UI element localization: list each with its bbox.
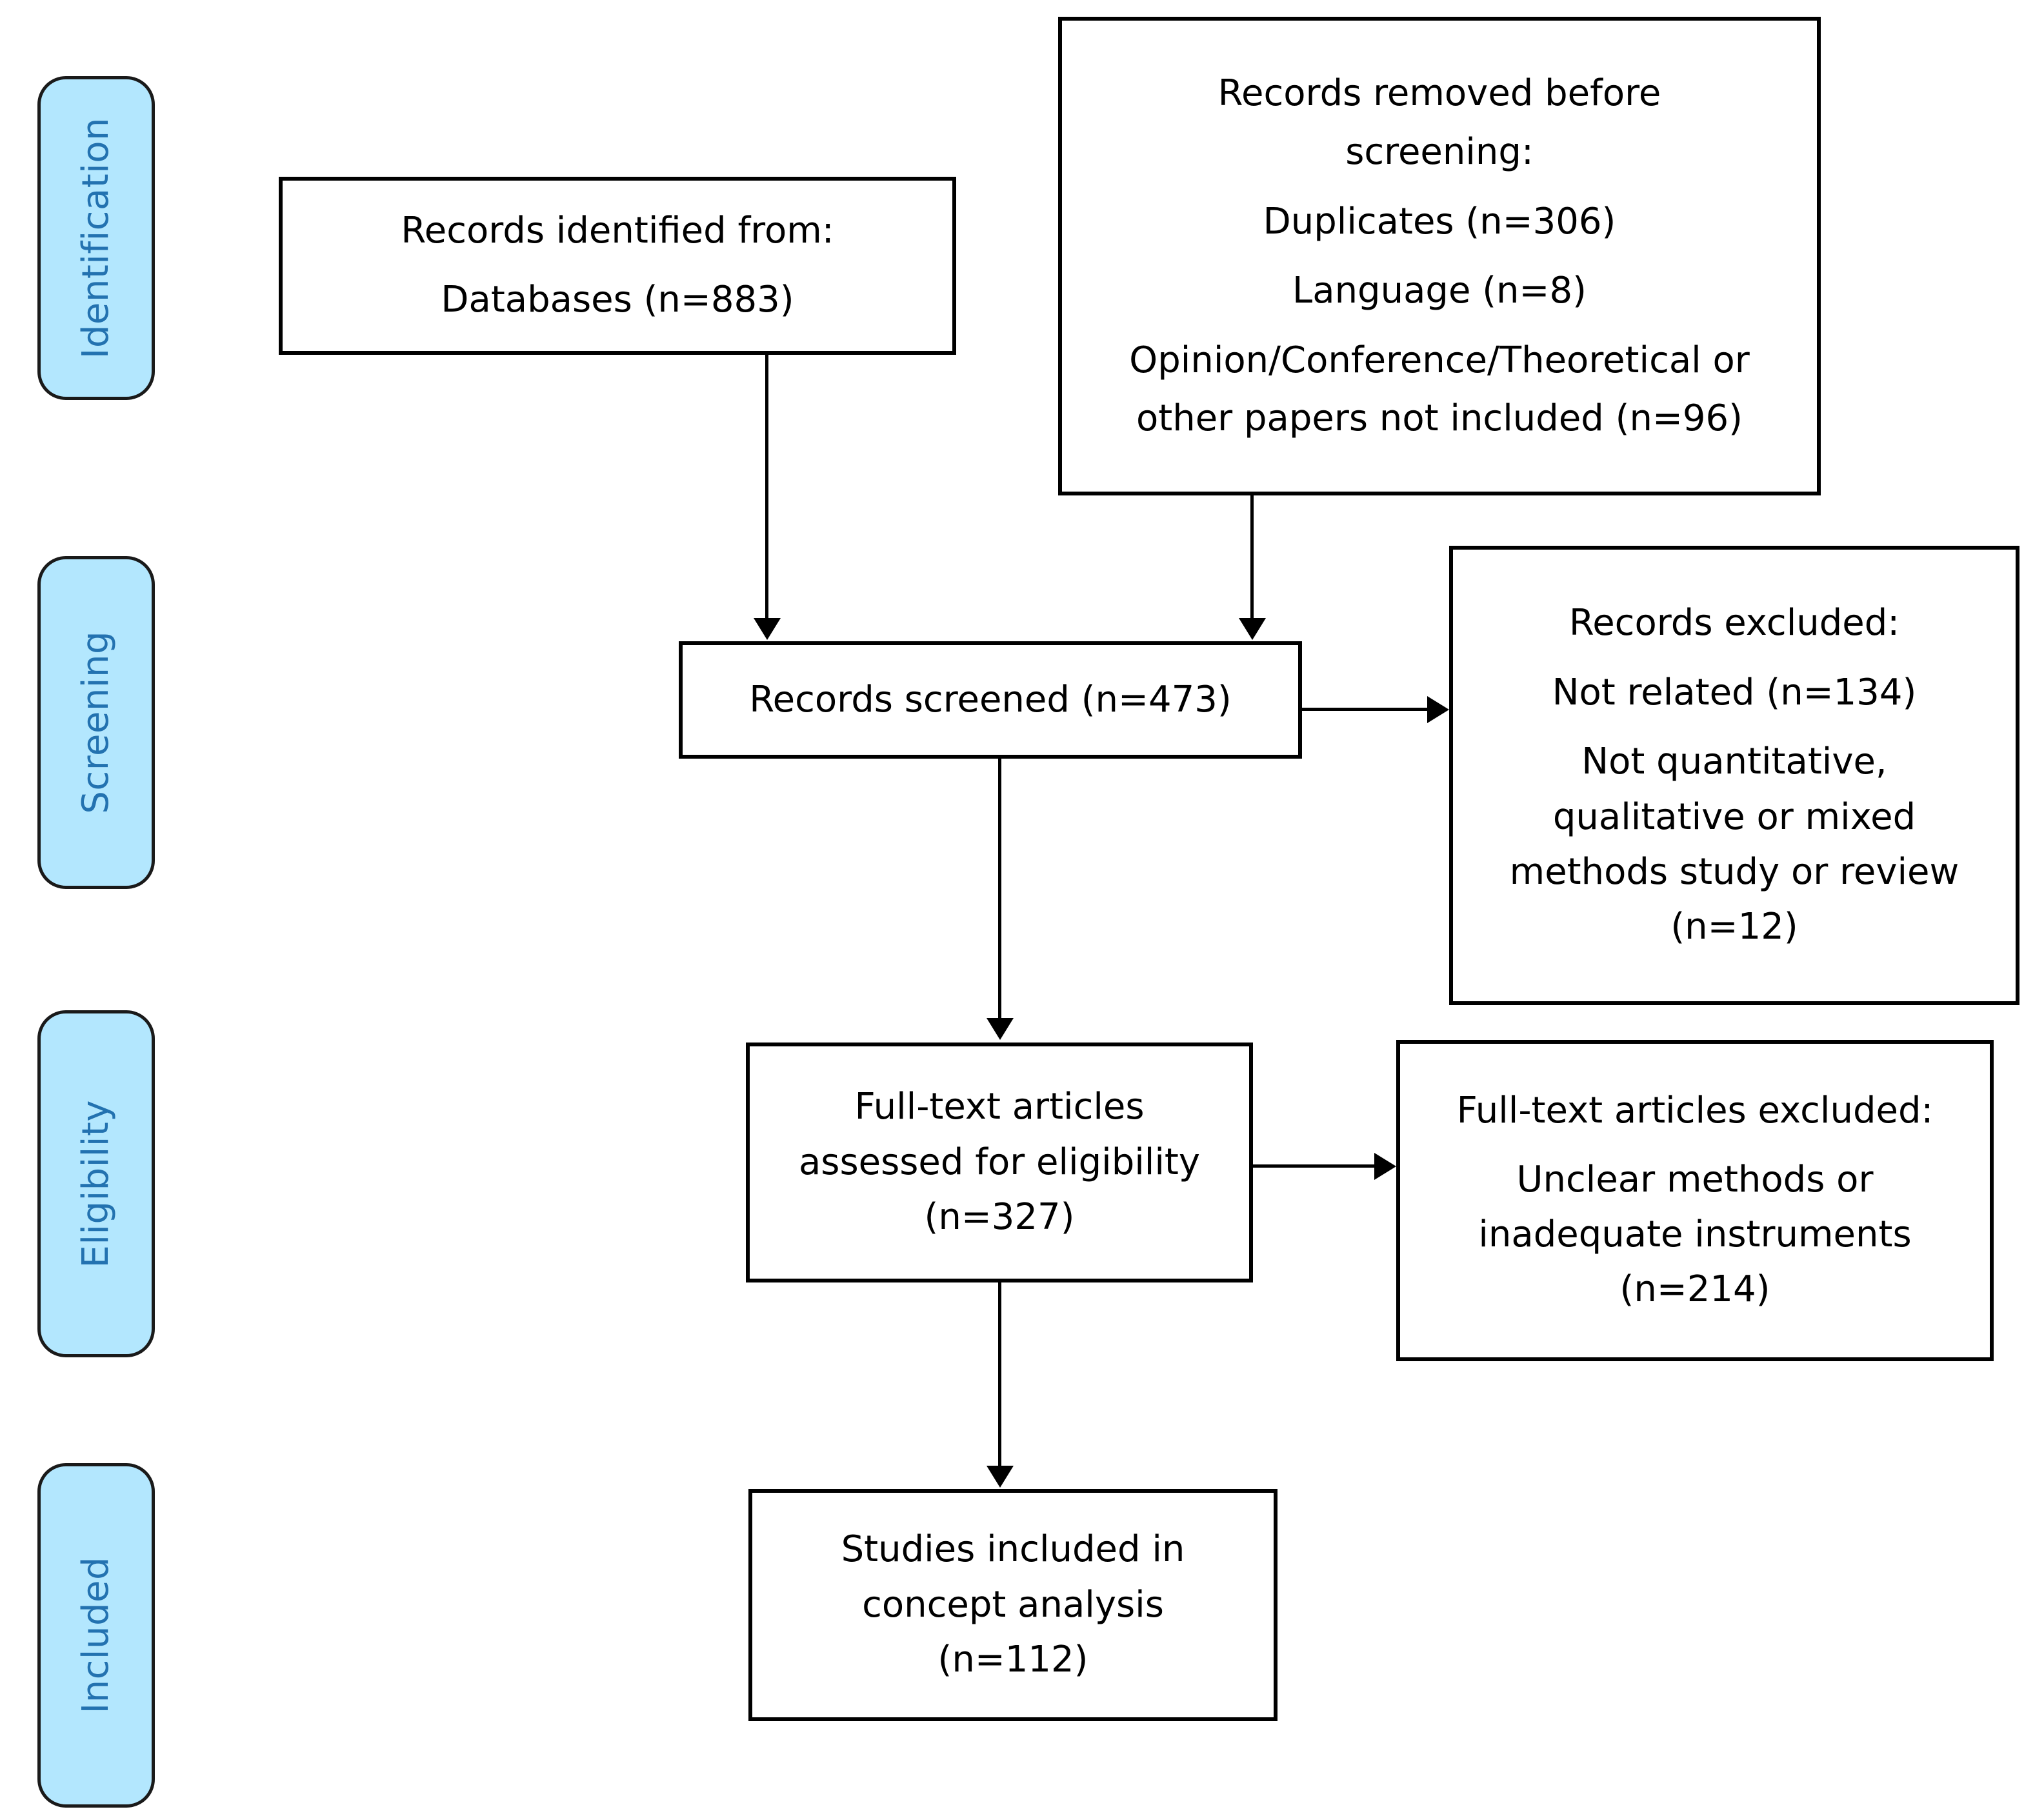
arrowhead-fulltext-to-fulltext-excluded bbox=[1374, 1153, 1396, 1180]
arrowhead-identified-to-screened bbox=[754, 618, 781, 640]
records-excluded-line-1: Records excluded: bbox=[1568, 602, 1900, 644]
records-excluded-line-3: Not quantitative, bbox=[1581, 741, 1887, 783]
phase-label-eligibility: Eligibility bbox=[75, 1099, 117, 1268]
connector-fulltext-to-fulltext-excluded bbox=[1253, 1164, 1376, 1168]
fulltext-excluded-line-3: inadequate instruments bbox=[1478, 1213, 1912, 1256]
studies-included-line-3: (n=112) bbox=[937, 1638, 1088, 1681]
node-records-screened: Records screened (n=473) bbox=[679, 641, 1302, 759]
fulltext-assessed-line-2: assessed for eligibility bbox=[798, 1141, 1201, 1183]
fulltext-excluded-line-1: Full-text articles excluded: bbox=[1456, 1089, 1934, 1132]
records-excluded-line-5: methods study or review bbox=[1509, 850, 1959, 893]
phase-label-included: Included bbox=[75, 1557, 117, 1714]
arrowhead-removed-to-screened bbox=[1239, 618, 1266, 640]
fulltext-assessed-line-3: (n=327) bbox=[924, 1195, 1075, 1238]
records-excluded-line-4: qualitative or mixed bbox=[1552, 795, 1916, 838]
records-removed-line-5: Opinion/Conference/Theoretical or bbox=[1129, 339, 1750, 381]
records-screened-line-1: Records screened (n=473) bbox=[749, 678, 1232, 721]
node-fulltext-articles-excluded: Full-text articles excluded: Unclear met… bbox=[1396, 1040, 1994, 1361]
node-records-identified: Records identified from: Databases (n=88… bbox=[279, 177, 956, 355]
records-removed-line-4: Language (n=8) bbox=[1292, 270, 1587, 312]
studies-included-line-1: Studies included in bbox=[841, 1528, 1185, 1571]
fulltext-excluded-line-4: (n=214) bbox=[1619, 1268, 1770, 1311]
records-removed-line-3: Duplicates (n=306) bbox=[1263, 200, 1616, 243]
fulltext-excluded-line-2: Unclear methods or bbox=[1516, 1159, 1874, 1201]
connector-screened-to-excluded bbox=[1302, 708, 1428, 711]
records-removed-line-2: screening: bbox=[1345, 131, 1534, 174]
connector-identified-to-screened bbox=[765, 355, 768, 619]
arrowhead-screened-to-fulltext bbox=[987, 1018, 1014, 1040]
connector-screened-to-fulltext bbox=[998, 759, 1001, 1019]
phase-pill-screening: Screening bbox=[37, 556, 155, 889]
phase-label-identification: Identification bbox=[75, 117, 117, 359]
node-records-excluded: Records excluded: Not related (n=134) No… bbox=[1449, 546, 2019, 1005]
phase-pill-included: Included bbox=[37, 1463, 155, 1808]
arrowhead-fulltext-to-studies-included bbox=[987, 1466, 1014, 1488]
connector-removed-to-screened bbox=[1250, 495, 1254, 619]
records-excluded-line-6: (n=12) bbox=[1670, 905, 1798, 948]
records-removed-line-6: other papers not included (n=96) bbox=[1136, 397, 1743, 439]
node-studies-included: Studies included in concept analysis (n=… bbox=[748, 1489, 1278, 1721]
arrowhead-screened-to-excluded bbox=[1427, 696, 1449, 723]
records-identified-line-2: Databases (n=883) bbox=[441, 279, 794, 321]
node-records-removed-before-screening: Records removed before screening: Duplic… bbox=[1058, 17, 1821, 495]
phase-pill-eligibility: Eligibility bbox=[37, 1010, 155, 1357]
records-removed-line-1: Records removed before bbox=[1217, 72, 1661, 114]
phase-pill-identification: Identification bbox=[37, 76, 155, 400]
node-fulltext-assessed-for-eligibility: Full-text articles assessed for eligibil… bbox=[746, 1043, 1253, 1282]
studies-included-line-2: concept analysis bbox=[862, 1583, 1164, 1626]
records-identified-line-1: Records identified from: bbox=[401, 209, 834, 252]
connector-fulltext-to-studies-included bbox=[998, 1282, 1001, 1468]
phase-label-screening: Screening bbox=[75, 631, 117, 814]
records-excluded-line-2: Not related (n=134) bbox=[1552, 671, 1917, 713]
fulltext-assessed-line-1: Full-text articles bbox=[854, 1086, 1145, 1128]
